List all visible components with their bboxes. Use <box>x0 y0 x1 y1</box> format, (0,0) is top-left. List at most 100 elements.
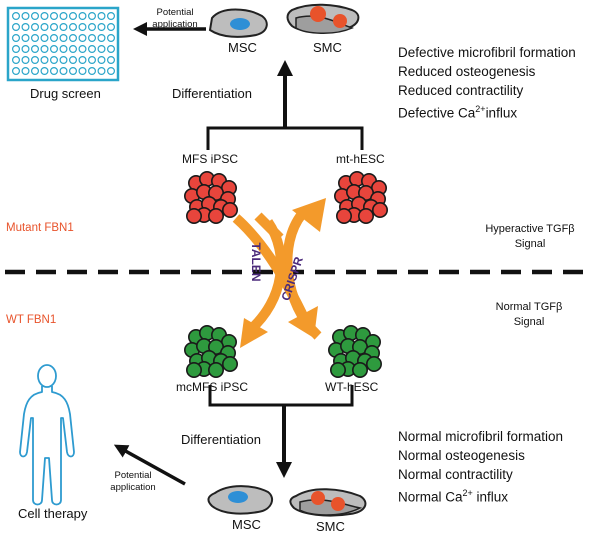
outcome-line: Normal microfibril formation <box>398 429 564 444</box>
plate-well <box>21 12 30 21</box>
plate-well <box>21 66 30 75</box>
cell-clusters <box>184 171 388 378</box>
hyperactive-line2: Signal <box>514 237 546 250</box>
plate-well <box>78 66 87 75</box>
arrow-to-cell-therapy <box>113 444 186 486</box>
plate-well <box>97 66 106 75</box>
plate-well <box>31 12 40 21</box>
plate-well <box>87 12 96 21</box>
plate-well <box>97 44 106 53</box>
normal-signal-label: Normal TGFβ Signal <box>484 300 574 330</box>
plate-well <box>68 44 77 53</box>
plate-well <box>49 12 58 21</box>
normal-line2: Signal <box>513 315 545 328</box>
normal-line1: Normal TGFβ <box>495 301 563 313</box>
plate-well <box>12 33 21 42</box>
cell-cluster-icon <box>333 171 388 225</box>
plate-well <box>12 23 21 32</box>
differentiation-bottom-label: Differentiation <box>181 432 261 447</box>
calcium-suffix: influx <box>485 105 518 121</box>
plate-well <box>59 33 68 42</box>
plate-well <box>68 23 77 32</box>
plate-well <box>97 23 106 32</box>
plate-well <box>87 23 96 32</box>
plate-well <box>87 66 96 75</box>
calcium-prefix: Defective Ca <box>398 105 476 121</box>
plate-well <box>87 44 96 53</box>
cell-sphere <box>365 355 382 372</box>
plate-well <box>106 66 115 75</box>
calcium-sup: 2+ <box>475 104 486 114</box>
plate-well <box>21 55 30 64</box>
plate-well <box>59 23 68 32</box>
plate-well <box>21 33 30 42</box>
mt-hesc-label: mt-hESC <box>336 152 385 166</box>
outcome-line: Reduced contractility <box>398 83 524 98</box>
plate-well <box>49 66 58 75</box>
plate-well <box>21 23 30 32</box>
plate-well <box>21 44 30 53</box>
hyperactive-signal-label: Hyperactive TGFβ Signal <box>480 222 580 252</box>
human-figure-icon <box>19 364 75 506</box>
gene-editing-arrows <box>232 198 326 348</box>
plate-well <box>78 33 87 42</box>
defective-outcomes: Defective microfibril formation Reduced … <box>398 43 576 123</box>
cell-sphere <box>371 202 388 219</box>
plate-well <box>106 55 115 64</box>
plate-well <box>59 44 68 53</box>
smooth-muscle-cell-icon <box>289 488 367 517</box>
calcium-prefix: Normal Ca <box>398 489 463 505</box>
plate-well <box>31 44 40 53</box>
plate-well <box>40 44 49 53</box>
plate-well <box>40 12 49 21</box>
talen-label: TALEN <box>249 242 263 281</box>
mesenchymal-cell-icon <box>207 485 274 515</box>
plate-well <box>78 55 87 64</box>
plate-well <box>68 12 77 21</box>
plate-well <box>31 23 40 32</box>
well-plate-icon <box>6 6 120 82</box>
msc-label-top: MSC <box>228 40 257 55</box>
mcmfs-ipsc-label: mcMFS iPSC <box>176 380 248 394</box>
plate-well <box>68 55 77 64</box>
plate-well <box>12 66 21 75</box>
plate-well <box>97 55 106 64</box>
plate-well <box>106 23 115 32</box>
potential-application-top: Potential application <box>140 7 210 31</box>
plate-well <box>59 55 68 64</box>
plate-well <box>49 23 58 32</box>
plate-well <box>106 12 115 21</box>
plate-well <box>97 33 106 42</box>
plate-well <box>40 33 49 42</box>
plate-well <box>106 33 115 42</box>
drug-screen-label: Drug screen <box>30 86 101 101</box>
mfs-ipsc-label: MFS iPSC <box>182 152 239 166</box>
smooth-muscle-cell-icon <box>286 3 360 34</box>
plate-well <box>97 12 106 21</box>
cell-sphere <box>208 208 225 225</box>
plate-well <box>78 12 87 21</box>
cell-sphere <box>357 208 374 225</box>
plate-well <box>12 12 21 21</box>
calcium-suffix: influx <box>472 489 509 505</box>
mutant-fbn1-label: Mutant FBN1 <box>6 222 74 234</box>
differentiation-top-label: Differentiation <box>172 86 252 101</box>
cell-sphere <box>186 208 203 225</box>
cell-sphere <box>208 361 225 378</box>
plate-well <box>12 44 21 53</box>
plate-well <box>49 33 58 42</box>
plate-well <box>59 66 68 75</box>
plate-well <box>87 55 96 64</box>
plate-well <box>31 66 40 75</box>
plate-well <box>40 55 49 64</box>
plate-well <box>87 33 96 42</box>
cell-sphere <box>222 202 239 219</box>
calcium-outcome: Defective Ca2+influx <box>398 100 576 123</box>
cell-cluster-icon <box>327 324 382 378</box>
calcium-sup: 2+ <box>462 488 473 498</box>
cell-sphere <box>335 208 352 225</box>
outcome-line: Reduced osteogenesis <box>398 64 536 79</box>
calcium-outcome: Normal Ca2+ influx <box>398 484 563 507</box>
